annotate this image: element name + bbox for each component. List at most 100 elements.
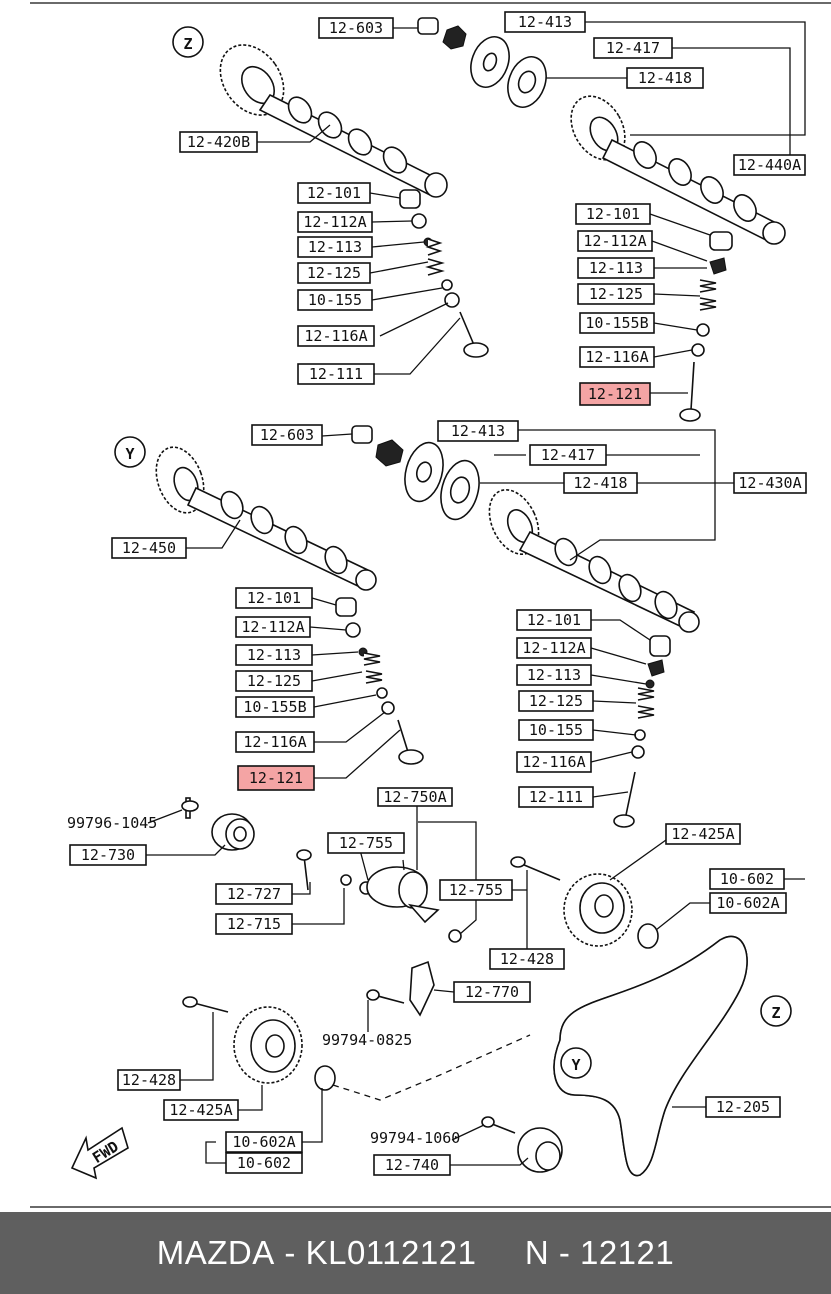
label-text: 12-413 (518, 13, 572, 31)
label-box (518, 719, 594, 741)
label-ml-121: 12-121 (237, 765, 315, 791)
label-box (579, 346, 655, 368)
label-box (516, 609, 592, 631)
svg-text:Y: Y (571, 1056, 580, 1074)
label-b-755a: 12-755 (327, 832, 405, 854)
part-labels: 12-603 12-413 12-417 12-418 12-420B 12-440A 12… (67, 11, 807, 1176)
label-box (437, 420, 519, 442)
label-box (577, 230, 653, 252)
label-tl-440a: 12-440A (733, 154, 806, 176)
label-b-205: 12-205 (705, 1096, 781, 1118)
label-b-425a-top: 12-425A (665, 823, 741, 845)
idler-770 (366, 960, 435, 1017)
label-mr-113: 12-113 (516, 664, 592, 686)
label-text: 12-125 (307, 264, 361, 282)
camshaft-mid-left (155, 446, 377, 591)
label-box (111, 537, 187, 559)
label-box (489, 948, 565, 970)
label-text: 12-420B (187, 133, 250, 151)
camshaft-top-right (570, 95, 786, 245)
label-tr-121: 12-121 (579, 382, 651, 406)
highlight-box (237, 765, 315, 791)
label-text: 12-430A (738, 474, 801, 492)
label-box (235, 644, 313, 666)
valve-parts-top-left (399, 189, 489, 358)
label-text: 12-116A (243, 733, 306, 751)
label-box (235, 696, 315, 718)
footer-ref: N - 12121 (524, 1234, 675, 1271)
label-mr-111: 12-111 (518, 786, 594, 808)
label-box (297, 211, 373, 233)
svg-text:Z: Z (771, 1004, 780, 1022)
footer-bar: MAZDA - KL0112121 N - 12121 (0, 1212, 831, 1294)
label-box (377, 787, 453, 807)
label-box (626, 67, 704, 89)
label-text: 10-602A (232, 1133, 295, 1151)
label-box (439, 879, 513, 901)
label-b-770: 12-770 (453, 981, 531, 1003)
label-b-1060: 99794-1060 (370, 1129, 460, 1147)
label-ml-418: 12-418 (563, 472, 638, 494)
label-text: 12-425A (671, 825, 734, 843)
valve-parts-mid-right (613, 635, 671, 828)
label-ml-450: 12-450 (111, 537, 187, 559)
tensioner (296, 849, 462, 943)
label-text: 12-750A (383, 788, 446, 806)
washers-mid (351, 425, 480, 521)
label-text: 12-603 (260, 426, 314, 444)
label-box (235, 587, 313, 609)
label-b-0825: 99794-0825 (322, 1031, 412, 1049)
label-text: 12-730 (81, 846, 135, 864)
footer-part-number: KL0112121 (305, 1234, 477, 1271)
label-text: 12-121 (588, 385, 642, 403)
label-ml-155b: 10-155B (235, 696, 315, 718)
label-box (504, 11, 586, 33)
camshaft-mid-right (488, 489, 700, 633)
label-box (225, 1131, 303, 1153)
label-text: 12-417 (606, 39, 660, 57)
label-text: 12-727 (227, 885, 281, 903)
label-text: 12-740 (385, 1156, 439, 1174)
label-text: 10-602A (716, 894, 779, 912)
label-text: 12-715 (227, 915, 281, 933)
label-box (577, 257, 655, 279)
label-text: 12-113 (589, 259, 643, 277)
footer-brand: MAZDA (156, 1234, 275, 1271)
label-tl-413: 12-413 (504, 11, 586, 33)
label-text: 12-111 (529, 788, 583, 806)
label-box (529, 444, 607, 466)
label-box (518, 786, 594, 808)
label-box (235, 731, 315, 753)
label-text: 10-602 (720, 870, 774, 888)
label-box (733, 472, 807, 494)
label-box (69, 844, 147, 866)
label-ml-101: 12-101 (235, 587, 313, 609)
label-box (516, 637, 592, 659)
label-box (235, 670, 313, 692)
label-text: 12-125 (529, 692, 583, 710)
svg-text:Z: Z (183, 35, 192, 53)
label-text: 12-112A (583, 232, 646, 250)
label-b-750a: 12-750A (377, 787, 453, 807)
footer-sep: - (274, 1234, 306, 1271)
label-tl-417: 12-417 (593, 37, 673, 59)
label-text: 12-755 (339, 834, 393, 852)
label-box (516, 751, 592, 773)
label-text: 12-112A (522, 639, 585, 657)
label-tl-116a: 12-116A (297, 325, 375, 347)
label-tr-101: 12-101 (575, 203, 651, 225)
label-b-428-mid: 12-428 (489, 948, 565, 970)
label-text: 10-155 (529, 721, 583, 739)
label-box (577, 283, 655, 305)
label-b-1045: 99796-1045 (67, 814, 157, 832)
label-box (163, 1099, 239, 1121)
label-text: 12-428 (122, 1071, 176, 1089)
label-mr-112a: 12-112A (516, 637, 592, 659)
label-box (327, 832, 405, 854)
label-b-602-top: 10-602 (709, 868, 785, 890)
label-text: 12-116A (522, 753, 585, 771)
label-tl-101: 12-101 (297, 182, 371, 204)
label-text: 12-450 (122, 539, 176, 557)
label-tl-420b: 12-420B (179, 131, 258, 153)
label-box (297, 363, 375, 385)
